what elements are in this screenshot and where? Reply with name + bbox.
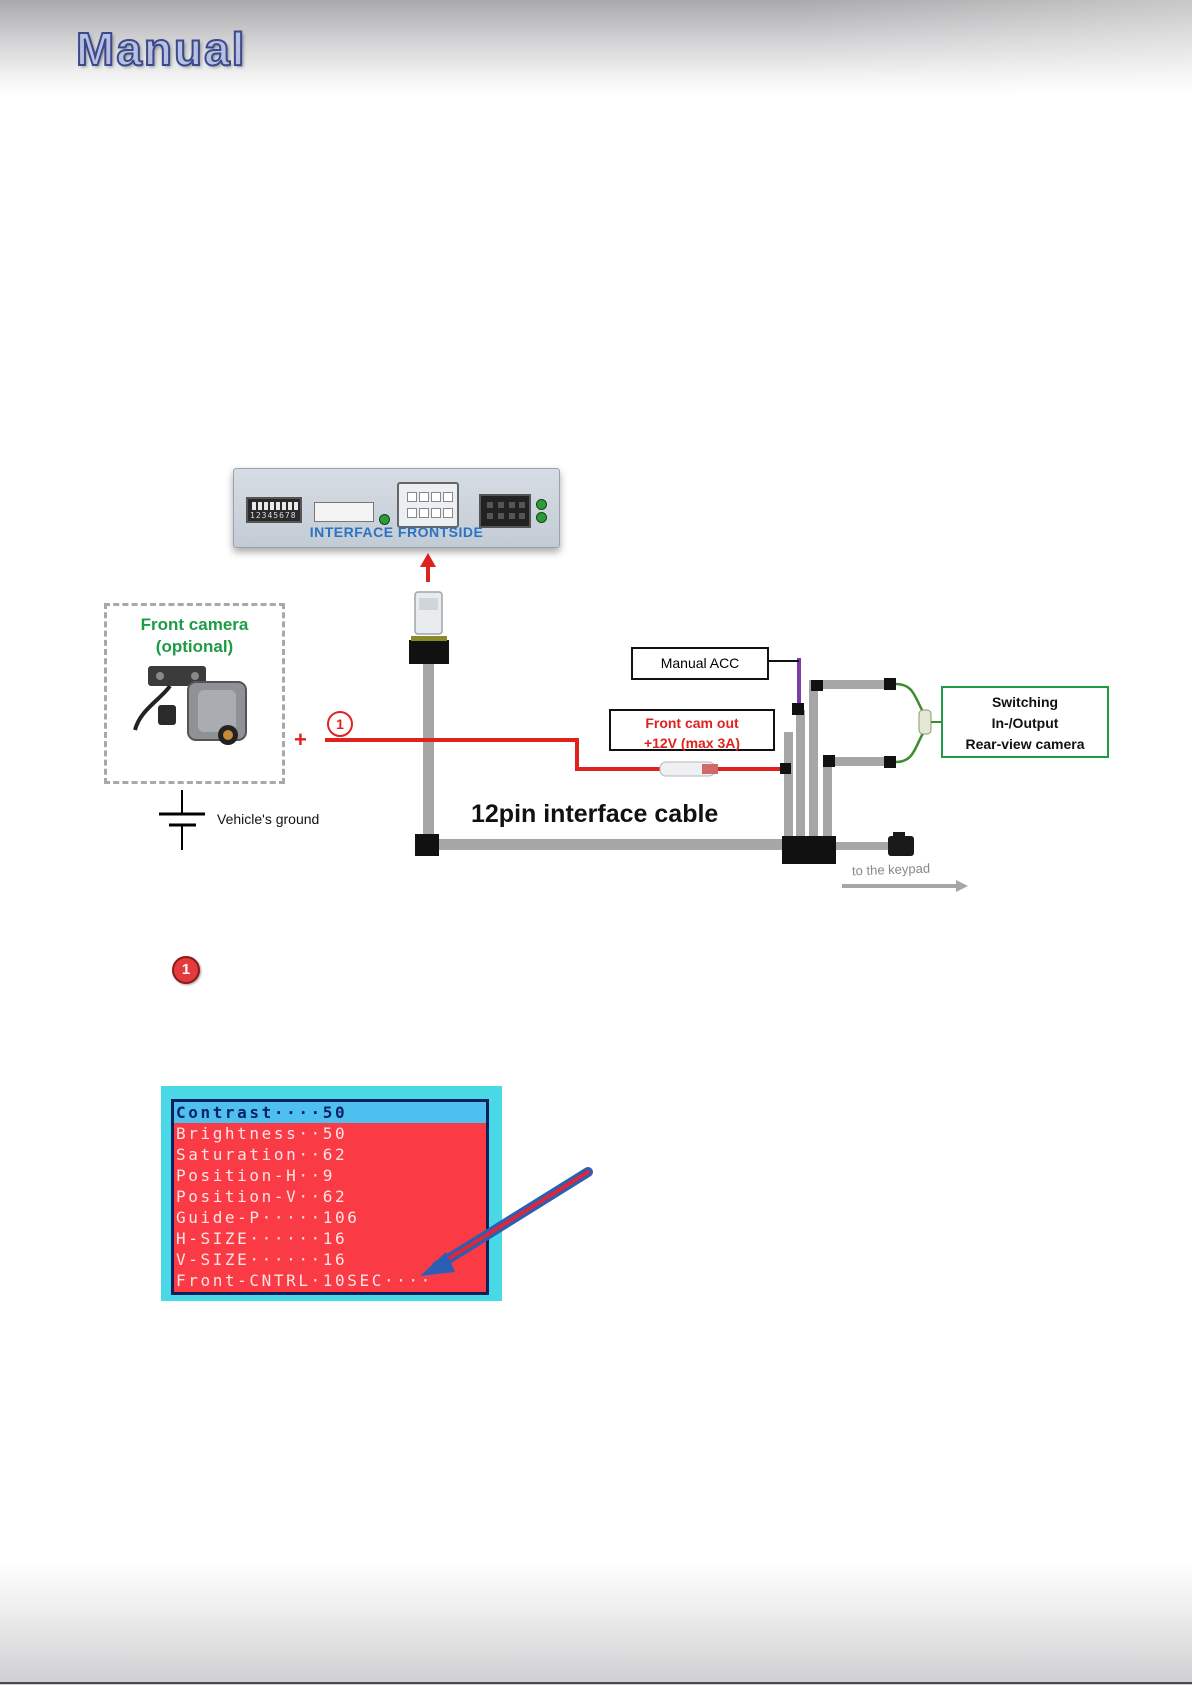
header-band — [0, 0, 1192, 95]
cable-horizontal — [423, 839, 783, 850]
branch-3 — [809, 686, 818, 837]
keypad-wire — [836, 842, 891, 850]
front-cam-out-line2: +12V (max 3A) — [643, 735, 741, 751]
osd-row-front-cntrl[interactable]: Front-CNTRL·10SEC···· — [176, 1271, 433, 1290]
manual-logo: Manual — [75, 22, 247, 76]
manual-acc-label: Manual ACC — [631, 647, 769, 680]
plug-wires — [411, 636, 447, 641]
cable-label: 12pin interface cable — [471, 800, 719, 828]
osd-row-h-size[interactable]: H-SIZE······16 — [176, 1229, 348, 1248]
cable-vertical-left — [423, 664, 434, 844]
red-wire-left — [325, 738, 660, 771]
led-2 — [536, 499, 547, 510]
interface-frontside-label: INTERFACE FRONTSIDE — [309, 524, 484, 540]
osd-row-contrast[interactable]: Contrast····50 — [174, 1102, 486, 1123]
pointer-arrow-icon — [420, 1167, 593, 1276]
camera-icon — [133, 666, 247, 745]
osd-row-position-h[interactable]: Position-H··9 — [176, 1166, 336, 1185]
manual-acc-leader — [767, 660, 799, 662]
osd-row-v-size[interactable]: V-SIZE······16 — [176, 1250, 348, 1269]
branch-mid-horizontal — [823, 757, 894, 766]
dip-switch[interactable]: 12345678 — [246, 497, 302, 523]
node-c — [823, 755, 835, 767]
plug-black-body — [409, 640, 449, 664]
keypad-arrow-head — [956, 880, 968, 892]
dip-numbers: 12345678 — [250, 511, 297, 520]
plus-sign: + — [294, 727, 307, 752]
branch-4 — [823, 760, 832, 837]
connector-white — [314, 502, 374, 522]
branch-2 — [796, 710, 805, 837]
arrow-up-head — [420, 553, 436, 567]
footer-band — [0, 1560, 1192, 1685]
switching-line1: Switching — [991, 694, 1059, 710]
node-d — [884, 756, 896, 768]
osd-row-position-v[interactable]: Position-V··62 — [176, 1187, 348, 1206]
osd-row-guide-p[interactable]: Guide-P·····106 — [176, 1208, 360, 1227]
led-1 — [379, 514, 390, 525]
switching-line3: Rear-view camera — [965, 736, 1085, 752]
legend-badge-1: 1 — [172, 956, 200, 984]
switching-label: Switching In-/Output Rear-view camera — [941, 686, 1109, 758]
vehicle-ground-label: Vehicle's ground — [217, 811, 320, 827]
front-camera-title: Front camera (optional) — [107, 614, 282, 658]
connector-12pin-socket — [397, 482, 459, 528]
acc-node — [792, 703, 804, 715]
inline-connector-tip — [702, 764, 718, 774]
branch-1 — [784, 732, 793, 837]
front-camera-title-line2: (optional) — [155, 637, 234, 656]
front-camera-box: Front camera (optional) — [104, 603, 285, 784]
switching-line2: In-/Output — [991, 715, 1059, 731]
front-camera-title-line1: Front camera — [140, 615, 249, 634]
branch-top-horizontal — [809, 680, 894, 689]
osd-row-brightness[interactable]: Brightness··50 — [176, 1124, 348, 1143]
callout-1: 1 — [327, 711, 353, 737]
node-b — [884, 678, 896, 690]
collector-block — [782, 836, 836, 864]
osd-row-saturation[interactable]: Saturation··62 — [176, 1145, 348, 1164]
keypad-connector — [888, 836, 914, 856]
front-cam-out-line1: Front cam out — [645, 715, 739, 731]
osd-menu-screen: Contrast····50 Brightness··50 Saturation… — [161, 1086, 502, 1301]
footer-line — [0, 1682, 1192, 1684]
node-a — [811, 680, 823, 691]
front-cam-out-label: Front cam out +12V (max 3A) — [609, 709, 775, 751]
keypad-connector-tab — [893, 832, 905, 838]
plug-detail — [419, 598, 438, 610]
interface-panel: 12345678 INTERFACE FRONTSIDE — [233, 468, 560, 548]
cable-corner-block — [415, 834, 439, 856]
acc-wire — [797, 658, 801, 706]
led-3 — [536, 512, 547, 523]
connector-black — [479, 494, 531, 528]
red-wire-node — [780, 763, 791, 774]
